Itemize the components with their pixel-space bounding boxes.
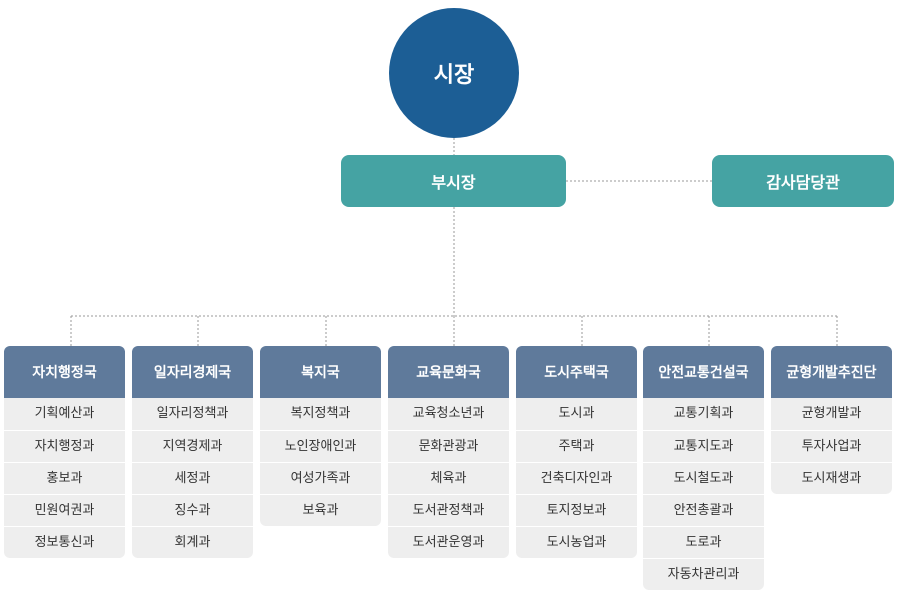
dept-header: 일자리경제국 [132,346,253,398]
vice-mayor-node: 부시장 [341,155,566,207]
division-item: 도시농업과 [516,526,637,558]
mayor-node: 시장 [389,8,519,138]
division-list: 교통기획과 교통지도과 도시철도과 안전총괄과 도로과 자동차관리과 [643,398,764,590]
division-item: 세정과 [132,462,253,494]
division-list: 복지정책과 노인장애인과 여성가족과 보육과 [260,398,381,526]
division-list: 균형개발과 투자사업과 도시재생과 [771,398,892,494]
division-list: 도시과 주택과 건축디자인과 토지정보과 도시농업과 [516,398,637,558]
division-list: 일자리정책과 지역경제과 세정과 징수과 회계과 [132,398,253,558]
dept-column: 균형개발추진단 균형개발과 투자사업과 도시재생과 [771,346,892,494]
division-item: 도시재생과 [771,462,892,494]
audit-officer-label: 감사담당관 [766,173,840,192]
division-item: 토지정보과 [516,494,637,526]
dept-column: 도시주택국 도시과 주택과 건축디자인과 토지정보과 도시농업과 [516,346,637,558]
division-item: 문화관광과 [388,430,509,462]
dept-column: 일자리경제국 일자리정책과 지역경제과 세정과 징수과 회계과 [132,346,253,558]
division-item: 자동차관리과 [643,558,764,590]
division-item: 도시과 [558,406,595,421]
division-item: 민원여권과 [4,494,125,526]
dept-column: 복지국 복지정책과 노인장애인과 여성가족과 보육과 [260,346,381,526]
division-list: 기획예산과 자치행정과 홍보과 민원여권과 정보통신과 [4,398,125,558]
division-list: 교육청소년과 문화관광과 체육과 도서관정책과 도서관운영과 [388,398,509,558]
division-item: 징수과 [132,494,253,526]
division-item: 복지정책과 [290,406,351,421]
dept-header: 교육문화국 [388,346,509,398]
division-item: 교통기획과 [673,406,734,421]
dept-column: 안전교통건설국 교통기획과 교통지도과 도시철도과 안전총괄과 도로과 자동차관… [643,346,764,590]
division-item: 자치행정과 [4,430,125,462]
division-item: 회계과 [132,526,253,558]
division-item: 도서관운영과 [388,526,509,558]
division-item: 정보통신과 [4,526,125,558]
dept-header: 도시주택국 [516,346,637,398]
dept-header: 자치행정국 [4,346,125,398]
division-item: 안전총괄과 [643,494,764,526]
division-item: 도서관정책과 [388,494,509,526]
division-item: 투자사업과 [771,430,892,462]
division-item: 지역경제과 [132,430,253,462]
audit-officer-node: 감사담당관 [712,155,894,207]
division-item: 여성가족과 [260,462,381,494]
division-item: 체육과 [388,462,509,494]
division-item: 주택과 [516,430,637,462]
division-item: 도로과 [643,526,764,558]
dept-column: 자치행정국 기획예산과 자치행정과 홍보과 민원여권과 정보통신과 [4,346,125,558]
dept-header: 복지국 [260,346,381,398]
division-item: 교통지도과 [643,430,764,462]
division-item: 보육과 [260,494,381,526]
division-item: 도시철도과 [643,462,764,494]
dept-header: 균형개발추진단 [771,346,892,398]
division-item: 일자리정책과 [156,406,229,421]
dept-header: 안전교통건설국 [643,346,764,398]
dept-column: 교육문화국 교육청소년과 문화관광과 체육과 도서관정책과 도서관운영과 [388,346,509,558]
division-item: 노인장애인과 [260,430,381,462]
division-item: 홍보과 [4,462,125,494]
division-item: 기획예산과 [34,406,95,421]
division-item: 교육청소년과 [412,406,485,421]
vice-mayor-label: 부시장 [431,173,476,192]
division-item: 균형개발과 [801,406,862,421]
division-item: 건축디자인과 [516,462,637,494]
mayor-label: 시장 [433,63,475,88]
